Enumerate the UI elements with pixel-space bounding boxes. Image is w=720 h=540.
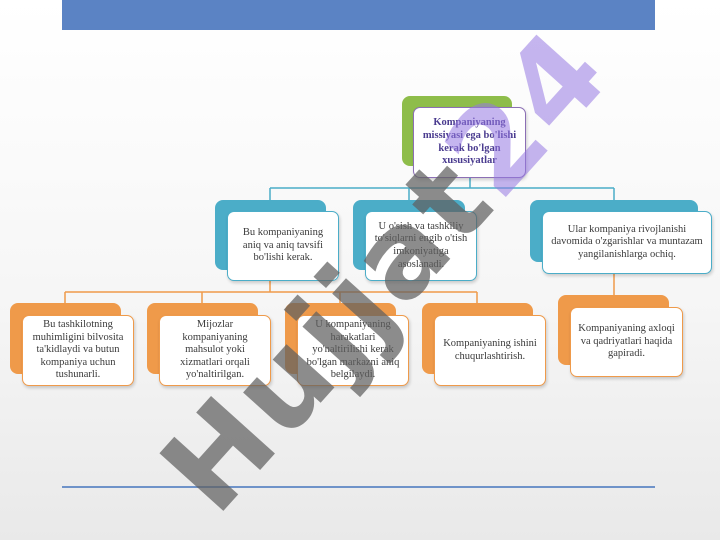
node-c: Ular kompaniya rivojlanishi davomida o'z… <box>542 211 712 274</box>
leaf-5-text: Kompaniyaning axloqi va qadriyatlari haq… <box>578 323 675 360</box>
root-node: Kompaniyaning missiyasi ega bo'lishi ker… <box>413 107 526 178</box>
leaf-4: Kompaniyaning ishini chuqurlashtirish. <box>434 315 546 386</box>
title-bar <box>62 0 655 30</box>
leaf-4-text: Kompaniyaning ishini chuqurlashtirish. <box>443 337 537 362</box>
leaf-2-text: Mijozlar kompaniyaning mahsulot yoki xiz… <box>180 319 250 381</box>
node-b-text: U o'sish va tashkiliy to'siqlarni engib … <box>374 220 468 270</box>
root-node-text: Kompaniyaning missiyasi ega bo'lishi ker… <box>422 117 517 167</box>
leaf-3-text: U kompaniyaning harakatlari yo'naltirili… <box>306 319 400 381</box>
footer-divider <box>62 486 655 488</box>
node-b: U o'sish va tashkiliy to'siqlarni engib … <box>365 211 477 281</box>
leaf-2: Mijozlar kompaniyaning mahsulot yoki xiz… <box>159 315 271 386</box>
node-a-text: Bu kompaniyaning aniq va aniq tavsifi bo… <box>242 227 324 264</box>
leaf-5: Kompaniyaning axloqi va qadriyatlari haq… <box>570 307 683 377</box>
node-a: Bu kompaniyaning aniq va aniq tavsifi bo… <box>227 211 339 281</box>
leaf-3: U kompaniyaning harakatlari yo'naltirili… <box>297 315 409 386</box>
node-c-text: Ular kompaniya rivojlanishi davomida o'z… <box>551 223 703 260</box>
leaf-1-text: Bu tashkilotning muhimligini bilvosita t… <box>32 319 124 381</box>
leaf-1: Bu tashkilotning muhimligini bilvosita t… <box>22 315 134 386</box>
